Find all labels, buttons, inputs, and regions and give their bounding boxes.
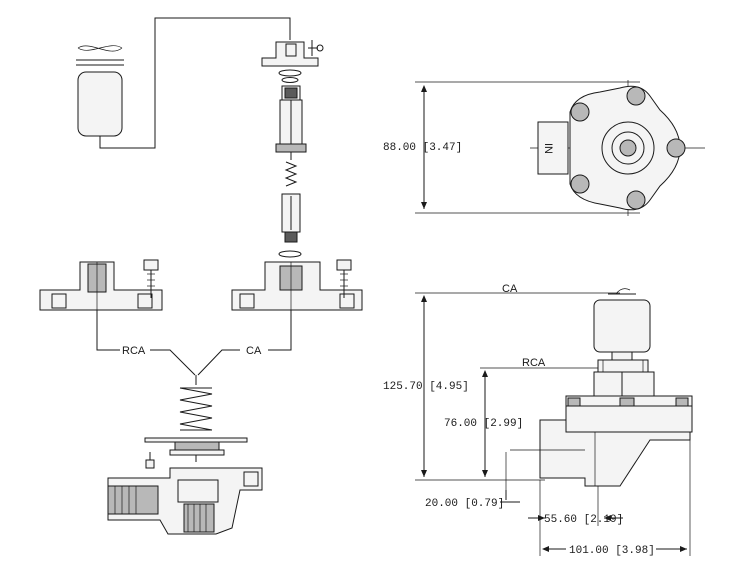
armature-tube	[275, 85, 307, 160]
cover-rca	[39, 259, 163, 311]
exploded-view: RCA CA	[39, 17, 363, 535]
plunger	[281, 193, 301, 243]
remote-coil	[76, 17, 291, 149]
rca-label-left: RCA	[122, 345, 146, 357]
pilot-cap	[261, 40, 324, 67]
valve-body	[107, 467, 263, 535]
rca-label-right: RCA	[522, 357, 546, 369]
dim-overall-width: 101.00 [3.98]	[569, 545, 655, 557]
ca-label-left: CA	[246, 345, 262, 357]
dim-top-height: 88.00 [3.47]	[383, 142, 462, 154]
dim-overall-height: 125.70 [4.95]	[383, 381, 469, 393]
in-mark: IN	[542, 143, 554, 154]
dim-port-offset: 55.60 [2.19]	[544, 514, 623, 526]
main-spring	[179, 387, 213, 431]
diaphragm	[144, 437, 248, 469]
ca-label-right: CA	[502, 283, 518, 295]
dim-base-offset: 20.00 [0.79]	[425, 498, 504, 510]
top-view: 88.00 [3.47] IN	[383, 80, 705, 216]
cover-ca	[231, 259, 363, 311]
side-view: CA 125.70 [4.95] RCA 76.00 [2.99] 20.00 …	[383, 283, 693, 557]
dim-rca-height: 76.00 [2.99]	[444, 418, 523, 430]
